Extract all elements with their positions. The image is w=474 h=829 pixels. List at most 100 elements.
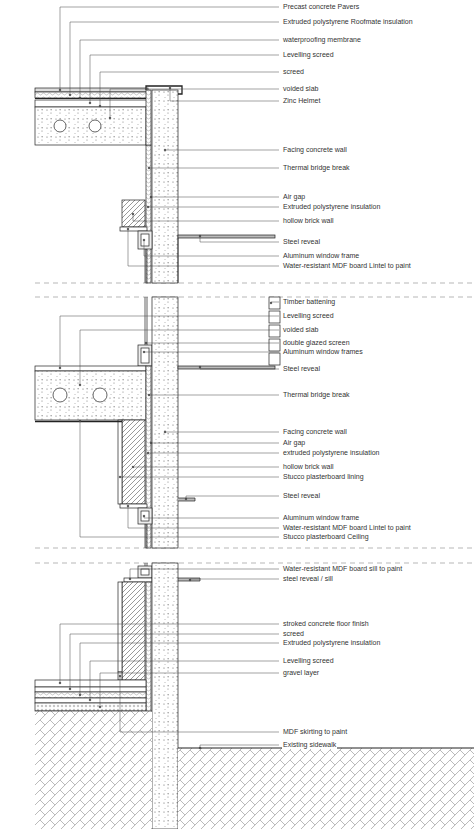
leader-line bbox=[133, 467, 279, 468]
leader-line bbox=[146, 343, 279, 344]
leader-dot bbox=[199, 747, 201, 749]
part-label: Steel reveal bbox=[282, 492, 321, 500]
leader-line bbox=[70, 634, 279, 689]
leader-line bbox=[186, 496, 279, 499]
leader-dot bbox=[89, 699, 91, 701]
leader-dot bbox=[129, 578, 131, 580]
leader-dot bbox=[143, 515, 145, 517]
leader-line bbox=[151, 443, 279, 444]
part-label: Aluminum window frame bbox=[282, 514, 360, 522]
leader-dot bbox=[169, 87, 171, 89]
part-label: Extruded polystyrene Roofmate insulation bbox=[282, 18, 414, 26]
leader-dot bbox=[148, 167, 150, 169]
leader-line bbox=[144, 516, 279, 518]
part-label: Extruded polystyrene insulation bbox=[282, 203, 381, 211]
part-label: Facing concrete wall bbox=[282, 428, 348, 436]
part-label: screed bbox=[282, 68, 305, 76]
leader-line bbox=[110, 89, 279, 118]
leader-line bbox=[200, 236, 279, 242]
part-label: Stucco plasterboard Ceiling bbox=[282, 533, 370, 541]
part-label: Steel reveal bbox=[282, 238, 321, 246]
leader-dot bbox=[79, 97, 81, 99]
leader-dot bbox=[59, 367, 61, 369]
leader-line bbox=[60, 316, 279, 368]
part-label: Levelling screed bbox=[282, 51, 335, 59]
leader-line bbox=[90, 55, 279, 103]
leader-line bbox=[70, 22, 279, 95]
part-label: hollow brick wall bbox=[282, 463, 335, 471]
part-label: Levelling screed bbox=[282, 312, 335, 320]
part-label: Aluminum window frame bbox=[282, 252, 360, 260]
leader-line bbox=[149, 395, 279, 396]
leader-line bbox=[165, 150, 279, 151]
part-label: steel reveal / sill bbox=[282, 575, 334, 583]
leader-line bbox=[200, 745, 279, 748]
leader-dot bbox=[189, 579, 191, 581]
part-label: Air gap bbox=[282, 439, 306, 447]
leader-line bbox=[120, 477, 279, 478]
part-label: Thermal bridge break bbox=[282, 164, 351, 172]
leader-line bbox=[80, 421, 279, 537]
part-label: screed bbox=[282, 630, 305, 638]
leader-dot bbox=[145, 342, 147, 344]
part-label: Extruded polystyrene insulation bbox=[282, 639, 381, 647]
leader-line bbox=[144, 240, 279, 256]
leader-line bbox=[144, 352, 279, 353]
leader-line bbox=[90, 661, 279, 700]
leader-line bbox=[100, 673, 279, 707]
leader-dot bbox=[59, 89, 61, 91]
part-label: Water-resistant MDF board sill to paint bbox=[282, 565, 403, 573]
part-label: waterproofing membrane bbox=[282, 36, 362, 44]
part-label: voided slab bbox=[282, 85, 319, 93]
part-label: Water-resistant MDF board Lintel to pain… bbox=[282, 524, 412, 532]
leader-dot bbox=[99, 105, 101, 107]
part-label: Levelling screed bbox=[282, 657, 335, 665]
leader-dot bbox=[132, 466, 134, 468]
leader-line bbox=[133, 214, 279, 221]
leader-dot bbox=[199, 366, 201, 368]
leader-line bbox=[128, 229, 279, 266]
leader-dot bbox=[69, 688, 71, 690]
part-label: hollow brick wall bbox=[282, 217, 335, 225]
leader-dot bbox=[109, 117, 111, 119]
leader-dot bbox=[127, 505, 129, 507]
part-label: gravel layer bbox=[282, 669, 320, 677]
leader-line bbox=[120, 676, 279, 732]
leader-line bbox=[271, 302, 279, 303]
leader-line bbox=[165, 432, 279, 433]
part-label: Facing concrete wall bbox=[282, 146, 348, 154]
leader-dot bbox=[119, 476, 121, 478]
part-label: Air gap bbox=[282, 193, 306, 201]
leader-dot bbox=[79, 420, 81, 422]
leader-line bbox=[60, 7, 279, 90]
leader-dot bbox=[79, 694, 81, 696]
leader-line bbox=[200, 367, 279, 369]
leader-line bbox=[128, 506, 279, 528]
leader-dot bbox=[59, 682, 61, 684]
leader-dot bbox=[127, 228, 129, 230]
leader-dot bbox=[79, 384, 81, 386]
leader-dot bbox=[99, 706, 101, 708]
part-label: Zinc Helmet bbox=[282, 97, 321, 105]
part-label: Existing sidewalk bbox=[282, 741, 337, 749]
leader-dot bbox=[143, 351, 145, 353]
leader-line bbox=[149, 168, 279, 169]
leader-line bbox=[170, 88, 279, 101]
part-label: Stucco plasterboard lining bbox=[282, 473, 365, 481]
leader-line bbox=[148, 453, 279, 454]
part-label: Timber battening bbox=[282, 298, 336, 306]
leader-dot bbox=[148, 394, 150, 396]
leader-dot bbox=[143, 239, 145, 241]
leader-line bbox=[130, 569, 279, 579]
part-label: MDF skirting to paint bbox=[282, 728, 348, 736]
leader-line bbox=[190, 579, 279, 580]
part-label: Precast concrete Pavers bbox=[282, 3, 360, 11]
part-label: extruded polystyrene insulation bbox=[282, 449, 381, 457]
leader-line bbox=[80, 643, 279, 695]
leader-line bbox=[151, 197, 279, 198]
leader-dot bbox=[270, 302, 272, 304]
part-label: stroked concrete floor finish bbox=[282, 620, 370, 628]
leader-line bbox=[60, 624, 279, 683]
part-label: Steel reveal bbox=[282, 365, 321, 373]
